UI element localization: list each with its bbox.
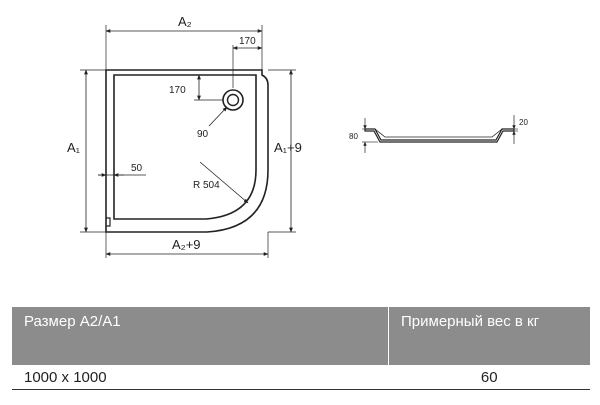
tray-outline-inner [113, 74, 257, 220]
label-side-height: 80 [349, 132, 358, 141]
cell-weight: 60 [388, 365, 590, 390]
technical-drawing: A₂ 170 170 90 A₁ A₁+9 50 R 504 A₂+9 80 2… [67, 14, 528, 258]
dim-line-radius [199, 161, 249, 204]
label-width-bottom: A₂+9 [172, 237, 201, 252]
label-height-left: A₁ [67, 140, 81, 155]
header-weight: Примерный вес в кг [388, 307, 590, 365]
top-view [80, 25, 296, 258]
label-height-right: A₁+9 [274, 140, 302, 155]
cell-size: 1000 x 1000 [12, 365, 389, 390]
table-row: 1000 x 1000 60 [12, 365, 590, 390]
label-radius: R 504 [193, 180, 220, 191]
label-width-top: A₂ [178, 14, 192, 29]
label-drain-diameter: 90 [197, 129, 209, 140]
header-size: Размер A2/A1 [12, 307, 389, 365]
side-view [362, 115, 518, 153]
spec-table: Размер A2/A1 Примерный вес в кг 1000 x 1… [12, 307, 590, 390]
tray-profile [364, 128, 515, 143]
label-edge: 50 [131, 163, 143, 174]
label-drain-y: 170 [169, 85, 186, 96]
drain-inner [226, 93, 240, 107]
label-side-rim: 20 [519, 118, 528, 127]
spec-table-header: Размер A2/A1 Примерный вес в кг [12, 307, 590, 365]
label-drain-x: 170 [239, 36, 256, 47]
tray-outline-outer [105, 69, 269, 233]
